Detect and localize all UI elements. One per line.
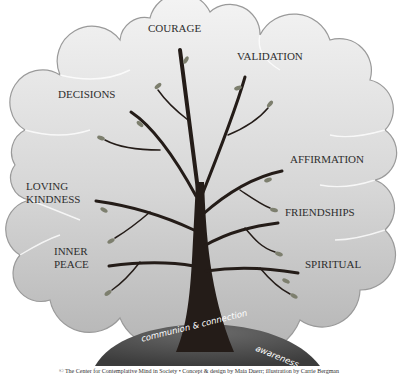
tree-trunk (96, 50, 298, 352)
value-label: FRIENDSHIPS (285, 206, 355, 219)
value-label: AFFIRMATION (290, 153, 364, 166)
value-label: LOVING KINDNESS (26, 180, 90, 206)
credit-note: © The Center for Contemplative Mind in S… (4, 368, 394, 375)
value-label: DECISIONS (58, 88, 115, 101)
leaves (97, 56, 299, 300)
value-label: INNER PEACE (54, 245, 104, 271)
canopy-cloud (6, 0, 397, 355)
value-label: VALIDATION (237, 50, 303, 63)
value-label: COURAGE (148, 22, 201, 35)
value-label: SPIRITUAL (305, 258, 361, 271)
